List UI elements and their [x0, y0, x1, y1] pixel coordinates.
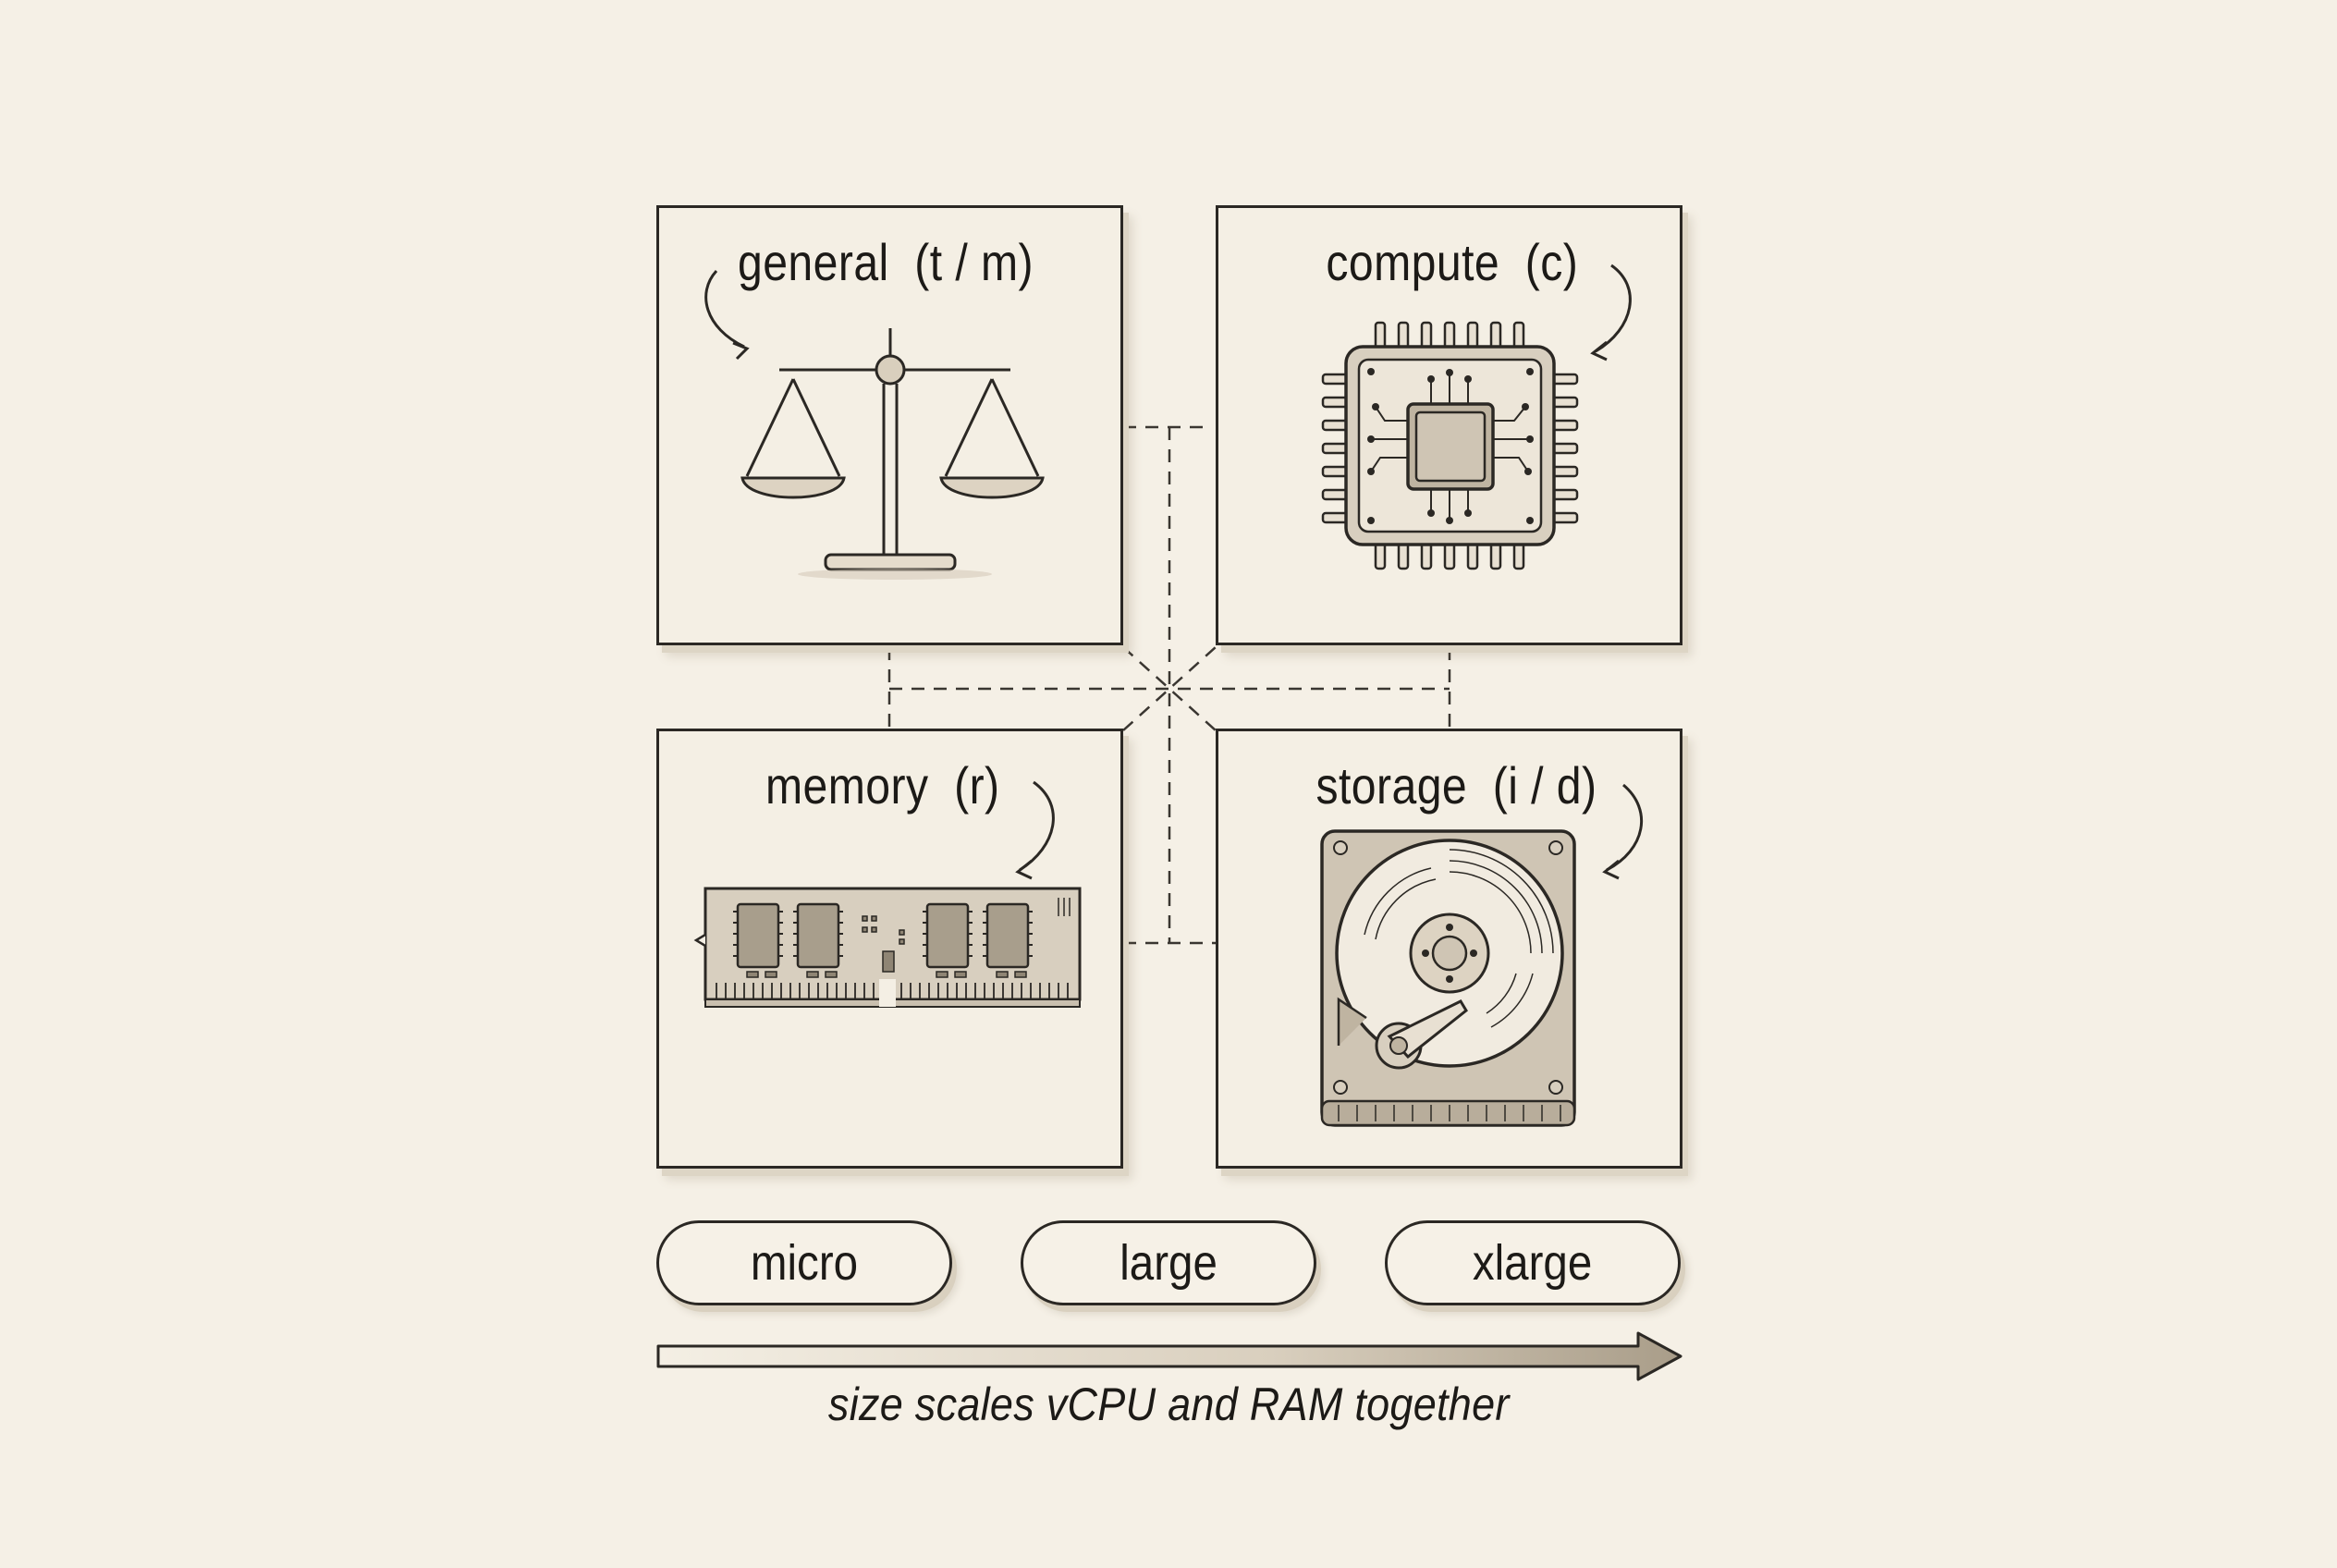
size-pill-micro-label: micro: [750, 1235, 859, 1291]
balance-scale-icon: [704, 269, 1045, 580]
size-pill-large-label: large: [1120, 1235, 1217, 1291]
size-pill-xlarge: xlarge: [1385, 1220, 1681, 1305]
panel-memory: memory (r): [656, 729, 1123, 1169]
panel-general-label: general (t / m): [738, 233, 1034, 291]
panel-general: general (t / m): [656, 205, 1123, 645]
panel-storage-label: storage (i / d): [1315, 756, 1597, 815]
panel-compute-label: compute (c): [1326, 233, 1578, 291]
size-pill-large: large: [1021, 1220, 1316, 1305]
panel-compute: compute (c): [1216, 205, 1682, 645]
cpu-chip-icon: [1321, 263, 1632, 570]
hard-drive-icon: [1320, 783, 1644, 1127]
panel-storage: storage (i / d): [1216, 729, 1682, 1169]
size-pill-xlarge-label: xlarge: [1473, 1235, 1593, 1291]
size-pill-micro: micro: [656, 1220, 952, 1305]
scale-caption: size scales vCPU and RAM together: [0, 1378, 2337, 1431]
scale-caption-text: size scales vCPU and RAM together: [827, 1378, 1510, 1430]
panel-memory-label: memory (r): [765, 756, 1000, 815]
ram-module-icon: [693, 780, 1082, 1008]
